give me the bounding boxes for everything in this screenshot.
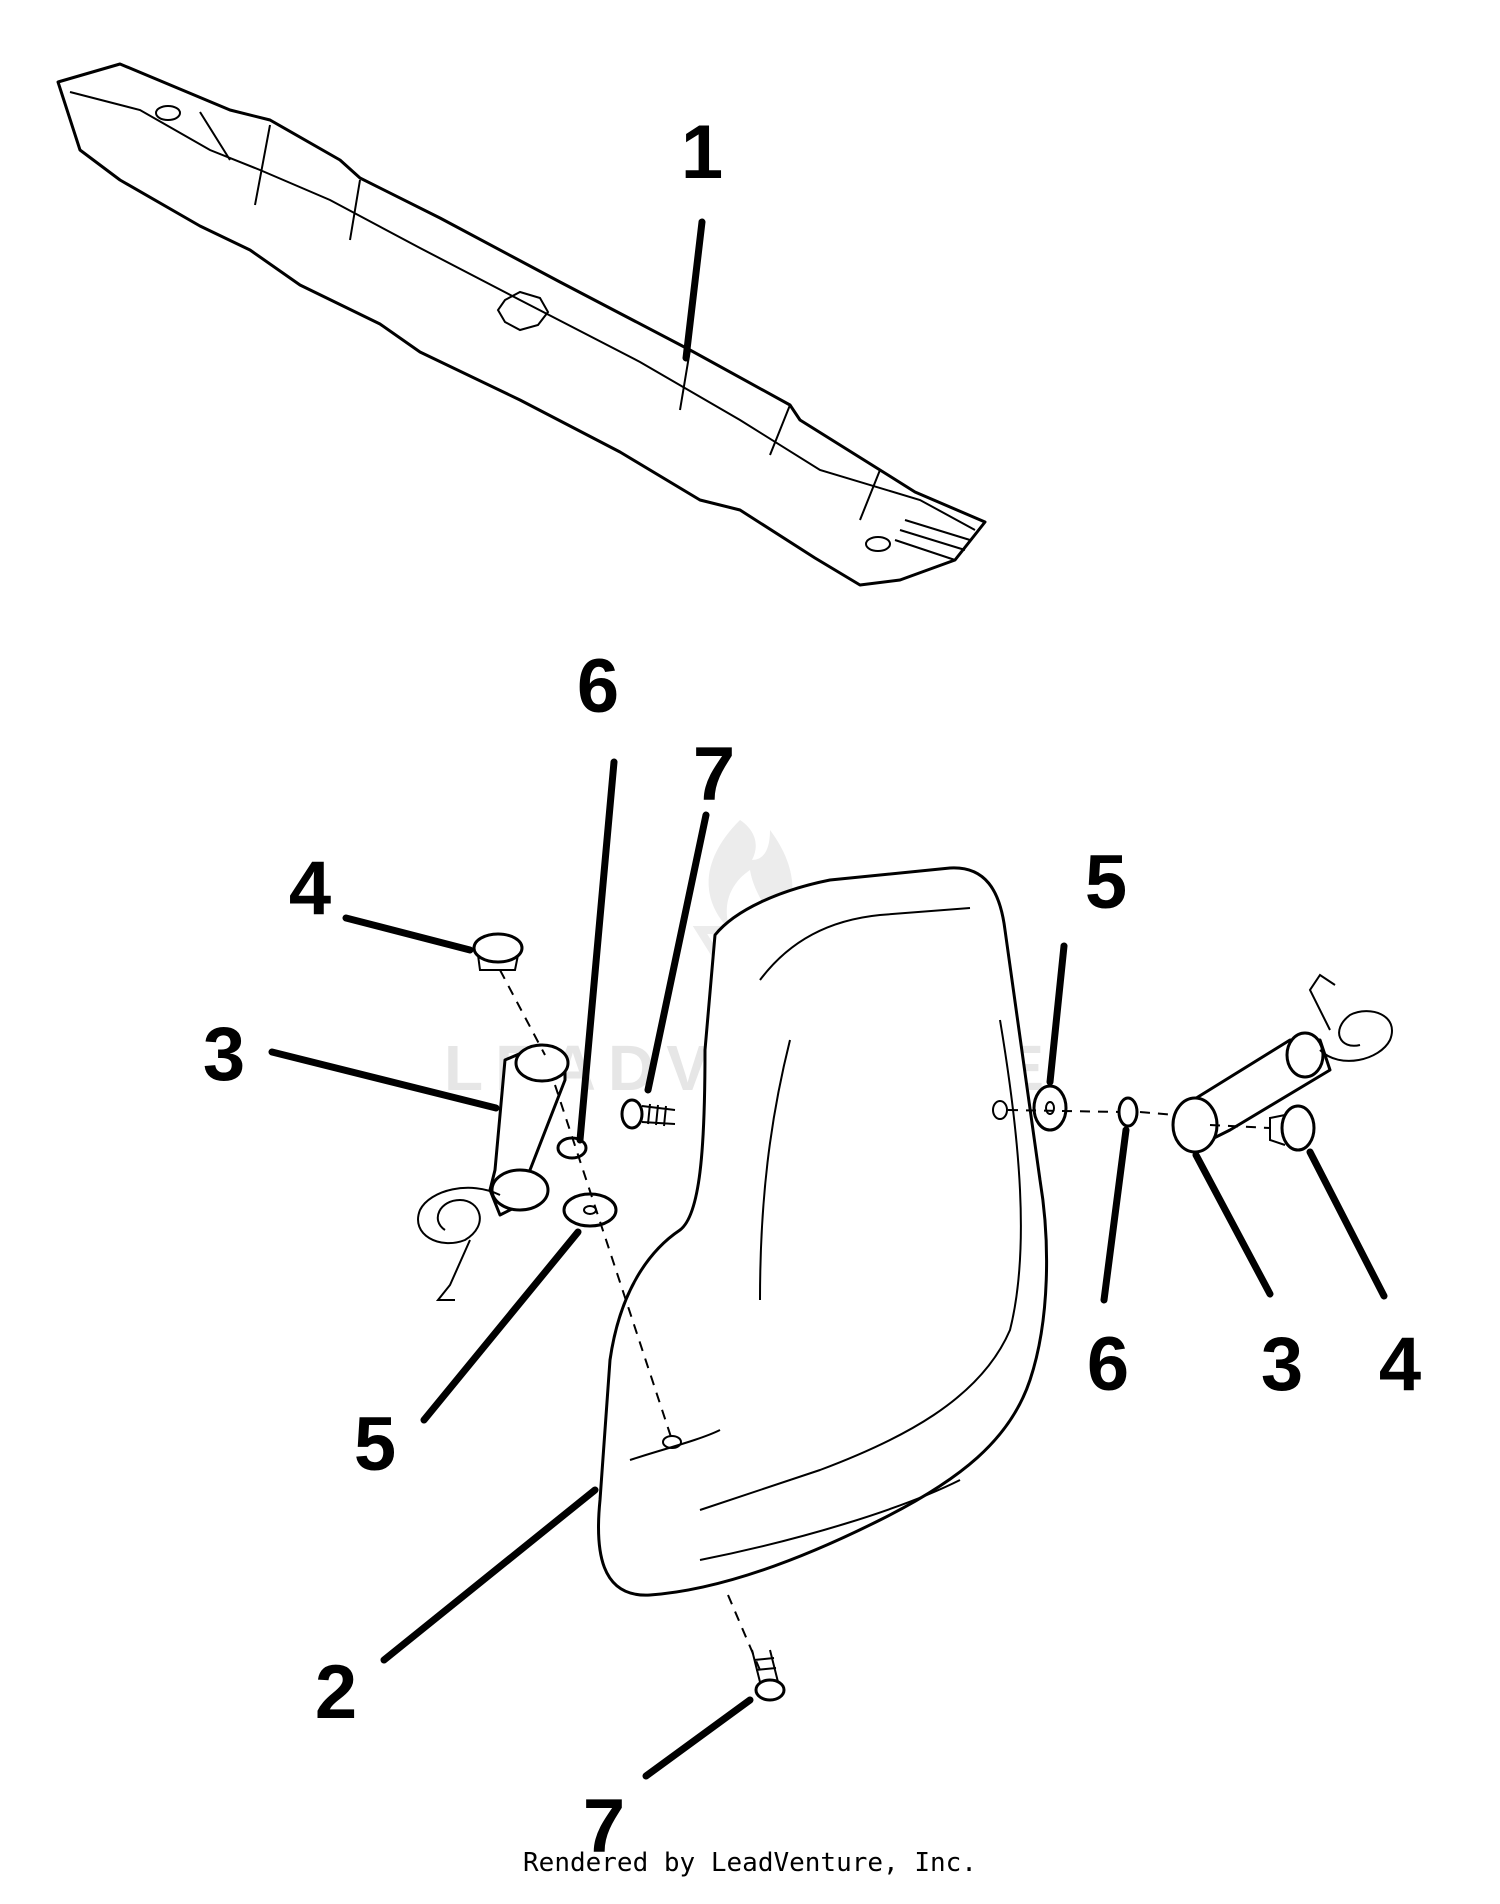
screw-top: [620, 1098, 676, 1130]
callout-6-right: 6: [1087, 1322, 1129, 1407]
spring-left: [417, 1043, 570, 1301]
knob-left: [472, 932, 524, 971]
leader-3-left: [268, 1048, 500, 1112]
callout-5-left: 5: [354, 1402, 396, 1487]
callout-4-left: 4: [289, 846, 331, 931]
leader-1: [682, 218, 706, 362]
leader-2: [380, 1486, 599, 1664]
washer-left: [562, 1192, 618, 1228]
leader-5-left: [420, 1228, 582, 1424]
leader-7-top: [644, 811, 710, 1094]
leader-3-right: [1192, 1151, 1274, 1298]
callout-5-right: 5: [1085, 840, 1127, 925]
callout-4-right: 4: [1379, 1322, 1421, 1407]
leader-4-right: [1306, 1148, 1388, 1300]
assembly-lines: [499, 969, 1271, 1671]
callout-3-left: 3: [203, 1012, 245, 1097]
leader-5-right: [1046, 942, 1068, 1086]
leader-4-left: [342, 914, 474, 954]
callout-1: 1: [681, 110, 723, 195]
footer-credit: Rendered by LeadVenture, Inc.: [523, 1848, 977, 1878]
callout-6-left: 6: [577, 644, 619, 729]
screw-bottom: [751, 1649, 786, 1702]
callout-2: 2: [315, 1650, 357, 1735]
callout-3-right: 3: [1261, 1322, 1303, 1407]
leader-6-right: [1100, 1126, 1130, 1304]
knob-right: [1269, 1104, 1316, 1152]
leader-7-bottom: [642, 1696, 754, 1780]
seat-pan: [597, 866, 1049, 1597]
washer-right: [1032, 1084, 1068, 1132]
callout-7-bottom: 7: [583, 1784, 625, 1869]
callout-7-top: 7: [693, 732, 735, 817]
leader-6-left: [576, 758, 618, 1144]
leader-lines: [268, 218, 1388, 1780]
spring-right: [1171, 973, 1393, 1154]
mower-blade: [56, 62, 987, 587]
lockwasher-right: [1117, 1096, 1139, 1128]
